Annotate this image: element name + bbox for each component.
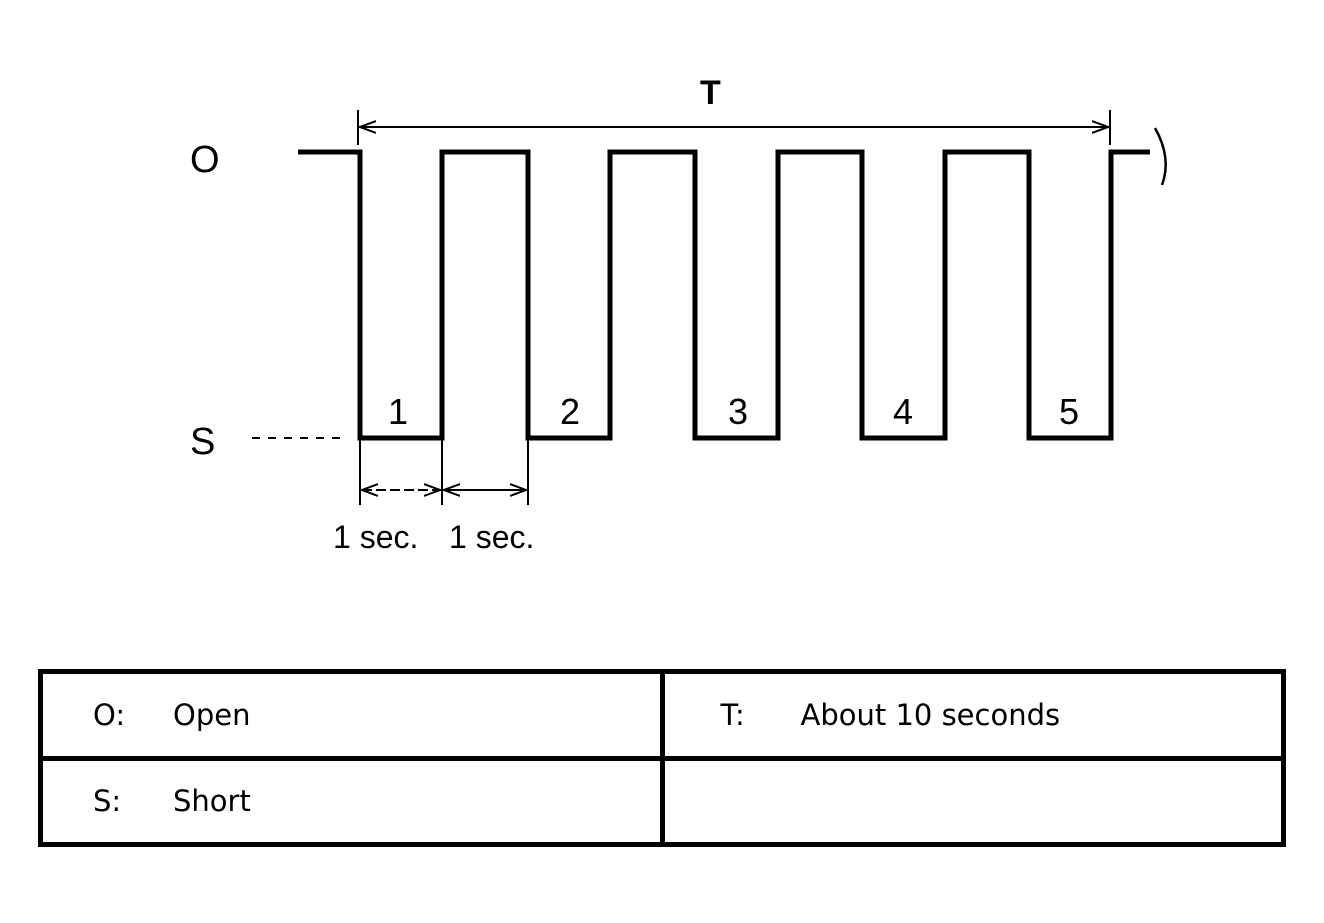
legend-cell-empty (659, 755, 1286, 847)
pulse-label-2: 2 (560, 391, 580, 432)
legend-value-period: About 10 seconds (800, 697, 1061, 732)
pulse-label-3: 3 (728, 391, 748, 432)
pulse-label-4: 4 (893, 391, 913, 432)
level-open-label: O (190, 139, 220, 181)
level-short-label: S (190, 421, 215, 463)
legend-key-open: O: (93, 697, 126, 732)
short-duration-label: 1 sec. (333, 519, 418, 555)
period-label: T (700, 74, 721, 112)
continuation-mark (1153, 127, 1167, 186)
pulse-label-1: 1 (388, 391, 408, 432)
legend-row: O: Open T: About 10 seconds (38, 669, 1286, 761)
legend-row: S: Short (38, 755, 1286, 847)
legend-value-open: Open (173, 697, 251, 732)
legend-cell-short: S: Short (38, 755, 665, 847)
legend-key-short: S: (93, 784, 122, 819)
waveform-diagram: O S T 1 2 3 4 5 1 sec. 1 sec. (190, 74, 1167, 555)
legend-value-short: Short (173, 784, 251, 819)
open-duration-label: 1 sec. (449, 519, 534, 555)
legend-cell-period: T: About 10 seconds (659, 669, 1286, 761)
legend-cell-open: O: Open (38, 669, 665, 761)
pulse-label-5: 5 (1059, 391, 1079, 432)
legend-key-period: T: (720, 697, 745, 732)
square-waveform (298, 149, 1150, 441)
legend-table: O: Open T: About 10 seconds S: Short (38, 669, 1286, 847)
